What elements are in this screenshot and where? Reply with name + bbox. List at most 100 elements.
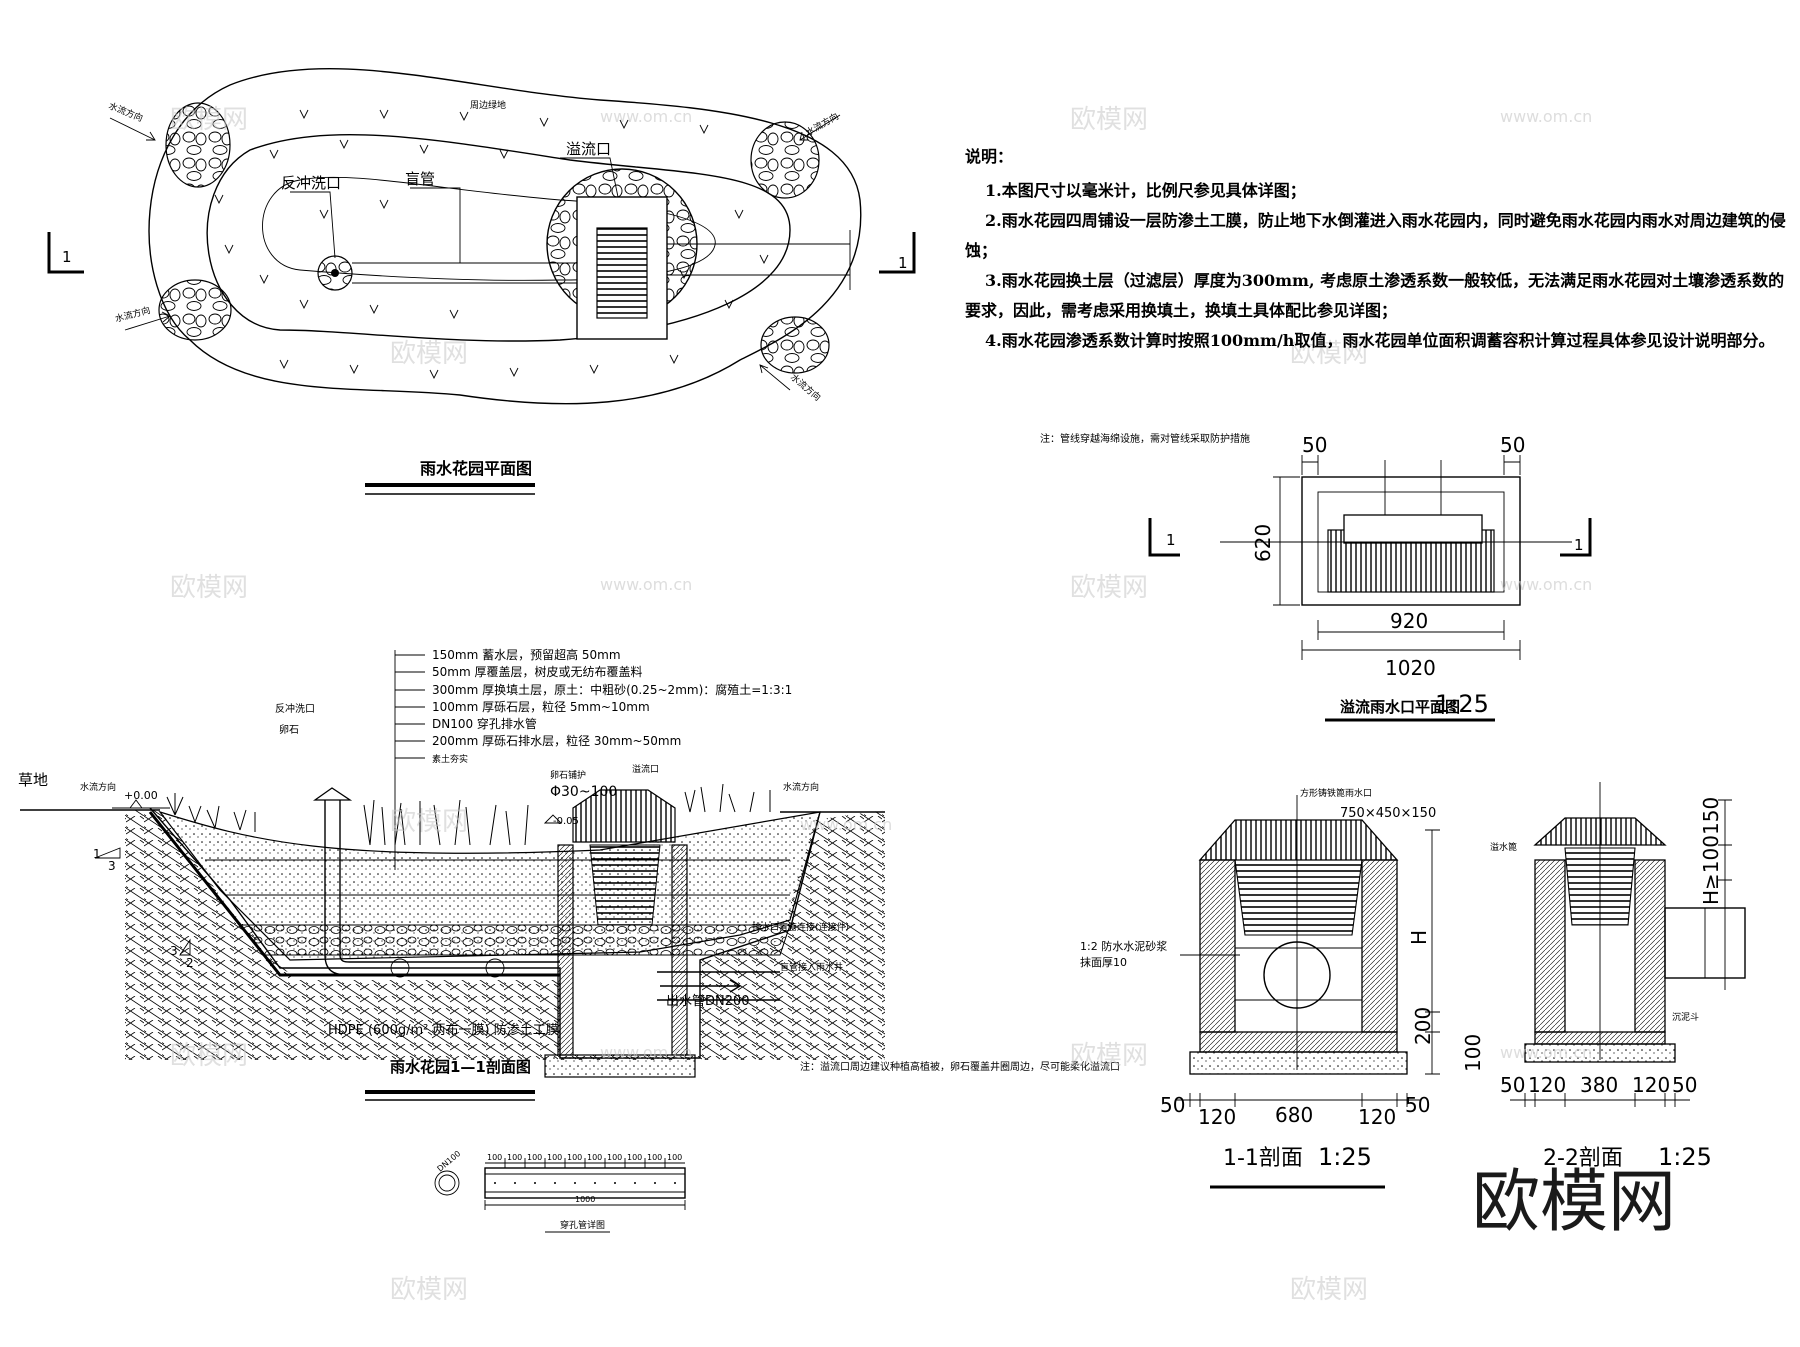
watermark-brand: 欧模网 (1070, 105, 1148, 135)
garden-section-labels: 150mm 蓄水层，预留超高 50mm 50mm 厚覆盖层，树皮或无纺布覆盖料 … (18, 647, 1120, 1076)
layer-6: 200mm 厚砾石排水层，粒径 30mm~50mm (432, 733, 681, 748)
inlet-mark-right: 1 (1574, 536, 1584, 554)
sec22-b5: 50 (1672, 1073, 1697, 1097)
perf-dim-4: 100 (547, 1153, 562, 1162)
sec11-mortar2: 抹面厚10 (1080, 956, 1127, 969)
dim-right-50: 50 (1500, 433, 1525, 457)
section-title: 雨水花园1—1剖面图 (390, 1058, 531, 1076)
sec11-b2: 120 (1198, 1105, 1236, 1129)
watermark-site: www.om.cn (600, 1043, 692, 1062)
flow-label-2: 水流方向 (804, 110, 841, 138)
watermarks: 欧模网 欧模网 欧模网 欧模网 欧模网 欧模网 欧模网 欧模网 欧模网 欧模网 … (170, 105, 1676, 1305)
sec22-b3: 380 (1580, 1073, 1618, 1097)
watermark-brand: 欧模网 (390, 807, 468, 837)
section-mark-left: 1 (62, 248, 72, 266)
slope-left2: 1 (93, 847, 101, 861)
layer-7: 素土夯实 (432, 753, 468, 765)
sec11-scale: 1:25 (1318, 1143, 1372, 1171)
watermark-brand: 欧模网 (170, 1041, 248, 1071)
sec11-b4: 120 (1358, 1105, 1396, 1129)
level-top: +0.00 (124, 789, 158, 802)
sec22-seal: 沉泥斗 (1672, 1012, 1699, 1023)
level-mid: -0.05 (553, 816, 579, 827)
perf-dim-5: 100 (567, 1153, 582, 1162)
perf-dim-9: 100 (647, 1153, 662, 1162)
dim-left-50: 50 (1302, 433, 1327, 457)
sec11-h: H (1407, 930, 1431, 945)
drain-note: 排水口盲管连接(连接件) (752, 921, 849, 933)
flow-label-1: 水流方向 (107, 100, 145, 125)
inlet-note: 注：管线穿越海绵设施，需对管线采取防护措施 (1040, 432, 1250, 445)
plan-rock-patches (158, 102, 830, 374)
sec11-100: 100 (1461, 1034, 1485, 1072)
dim-outer-1020: 1020 (1385, 656, 1436, 680)
sec22-h100: H≥100 (1699, 835, 1723, 905)
flow-right-label: 水流方向 (783, 781, 819, 793)
sec11-b5: 50 (1405, 1093, 1430, 1117)
sec11-200: 200 (1411, 1007, 1435, 1045)
blind-pipe-label: 盲管 (405, 170, 435, 188)
watermark-site: www.om.cn (1500, 1043, 1592, 1062)
inlet-mark-left: 1 (1166, 531, 1176, 549)
garden-section (20, 650, 885, 1101)
watermark-brand: 欧模网 (170, 573, 248, 603)
notes-block: 说明： 1.本图尺寸以毫米计，比例尺参见具体详图； 2.雨水花园四周铺设一层防渗… (965, 142, 1795, 356)
plants (166, 783, 771, 846)
surrounding-label: 周边绿地 (470, 99, 506, 111)
plan-view (47, 68, 916, 495)
sec22-scale: 1:25 (1658, 1143, 1712, 1171)
plan-title: 雨水花园平面图 (420, 459, 532, 478)
watermark-brand: 欧模网 (390, 1275, 468, 1305)
watermark-brand: 欧模网 (170, 105, 248, 135)
perf-total: 1000 (575, 1195, 595, 1204)
sec11-size: 750×450×150 (1340, 806, 1436, 821)
note-item-2: 2.雨水花园四周铺设一层防渗土工膜，防止地下水倒灌进入雨水花园内，同时避免雨水花… (965, 211, 1786, 260)
perf-dia: DN100 (436, 1149, 463, 1174)
sec11-title: 1-1剖面 (1223, 1146, 1303, 1171)
overflow-label: 溢流口 (566, 140, 611, 158)
inlet-plan-labels: 注：管线穿越海绵设施，需对管线采取防护措施 50 50 620 920 1020… (1040, 432, 1584, 718)
inlet-plan (1148, 455, 1592, 722)
slope-bottom: 3 (170, 944, 178, 958)
sec11-label: 方形铸铁篦雨水口 (1300, 787, 1372, 799)
section-note: 注：溢流口周边建议种植高植被，卵石覆盖井圈周边，尽可能柔化溢流口 (800, 1060, 1120, 1073)
dim-inner-920: 920 (1390, 609, 1428, 633)
pipe-note: 盲管接入雨水井 (780, 961, 843, 973)
perforated-pipe-detail (434, 1158, 686, 1233)
layer-5: DN100 穿孔排水管 (432, 716, 537, 731)
perf-dim-7: 100 (607, 1153, 622, 1162)
watermark-brand: 欧模网 (390, 339, 468, 369)
notes-heading: 说明： (965, 147, 1014, 166)
layer-3: 300mm 厚换填土层，原土：中粗砂(0.25~2mm)：腐殖土=1:3:1 (432, 682, 792, 697)
sec22-b1: 50 (1500, 1073, 1525, 1097)
perf-dim-3: 100 (527, 1153, 542, 1162)
note-item-4: 4.雨水花园渗透系数计算时按照100mm/h取值，雨水花园单位面积调蓄容积计算过… (985, 331, 1775, 350)
note-item-1: 1.本图尺寸以毫米计，比例尺参见具体详图； (985, 181, 1306, 200)
sec22-b4: 120 (1632, 1073, 1670, 1097)
inlet-section-11-labels: 方形铸铁篦雨水口 750×450×150 1:2 防水水泥砂浆 抹面厚10 H … (1080, 787, 1485, 1171)
perf-dim-1: 100 (487, 1153, 502, 1162)
watermark-site: www.om.cn (600, 575, 692, 594)
inlet-section-11 (1175, 795, 1440, 1189)
sec22-b2: 120 (1528, 1073, 1566, 1097)
watermark-site: www.om.cn (800, 815, 892, 834)
sec11-b3: 680 (1275, 1103, 1313, 1127)
watermark-brand: 欧模网 (1070, 1041, 1148, 1071)
membrane-label: HDPE (600g/m² 两布一膜) 防渗土工膜 (328, 1022, 559, 1038)
flow-label-3: 水流方向 (114, 304, 152, 325)
sec22-left-label: 溢水篦 (1490, 841, 1517, 853)
note-item-3: 3.雨水花园换土层（过滤层）厚度为300mm, 考虑原土渗透系数一般较低，无法满… (965, 271, 1785, 320)
backwash-label: 反冲洗口 (281, 174, 341, 192)
watermark-brand: 欧模网 (1290, 1275, 1368, 1305)
perf-dim-6: 100 (587, 1153, 602, 1162)
stone-label: 卵石 (279, 724, 299, 736)
inlet-plan-scale: 1:25 (1435, 690, 1489, 718)
cobble-label: 卵石铺护 (550, 769, 586, 781)
backwash-label-sec: 反冲洗口 (275, 702, 315, 715)
cobble-size: Φ30~100 (550, 784, 617, 800)
section-mark-right: 1 (898, 254, 908, 272)
layer-4: 100mm 厚砾石层，粒径 5mm~10mm (432, 699, 650, 714)
inlet-section-22 (1510, 782, 1746, 1107)
watermark-brand: 欧模网 (1070, 573, 1148, 603)
